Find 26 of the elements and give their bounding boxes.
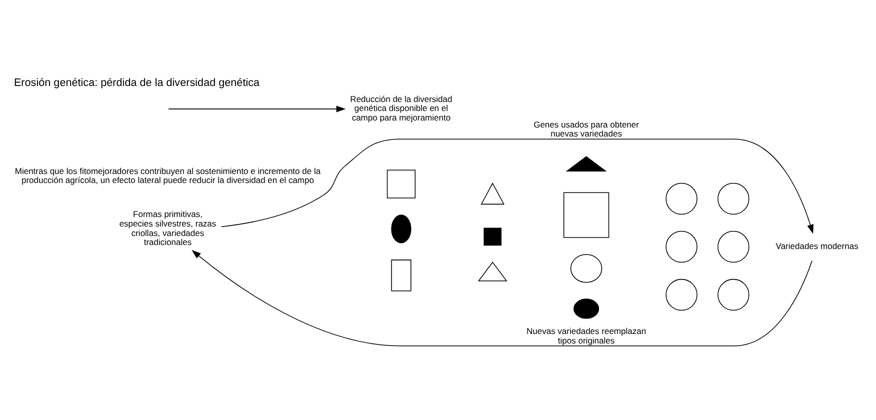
node-circle bbox=[718, 182, 750, 215]
node-circle bbox=[666, 182, 698, 215]
arrow bbox=[192, 250, 812, 346]
label: Mientras que los fitomejoradores contribuyen al sostenimiento e incremento de la producción agrícola, un efecto lateral puede reducir la diversidad en el campo bbox=[14, 166, 321, 186]
node-box bbox=[386, 170, 416, 198]
node-triangle bbox=[480, 182, 504, 205]
node-triangle bbox=[566, 156, 607, 172]
node-text: Reducción de la diversidad genética disponible en el campo para mejoramiento bbox=[350, 94, 452, 122]
edge-label: Nuevas variedades reemplazan tipos originales bbox=[526, 326, 646, 346]
node-box bbox=[484, 228, 502, 246]
node-circle bbox=[570, 254, 602, 283]
node-circle bbox=[666, 230, 698, 263]
node-ellipse bbox=[574, 298, 600, 319]
node-circle bbox=[718, 230, 750, 263]
node-ellipse bbox=[391, 214, 412, 244]
node-box bbox=[563, 192, 610, 238]
diagram-title: Erosión genética: pérdida de la diversidad genética bbox=[14, 76, 260, 89]
node-circle bbox=[666, 278, 698, 311]
arrow bbox=[168, 106, 346, 112]
node-text: Variedades modernas bbox=[776, 240, 858, 251]
node-text: Formas primitivas, especies silvestres, razas criollas, variedades tradicionales bbox=[119, 209, 216, 248]
arrow bbox=[221, 138, 814, 234]
node-circle bbox=[718, 278, 750, 311]
edge-label: Genes usados para obtener nuevas variedades bbox=[534, 119, 639, 139]
node-box bbox=[391, 260, 412, 292]
node-triangle bbox=[478, 262, 508, 282]
